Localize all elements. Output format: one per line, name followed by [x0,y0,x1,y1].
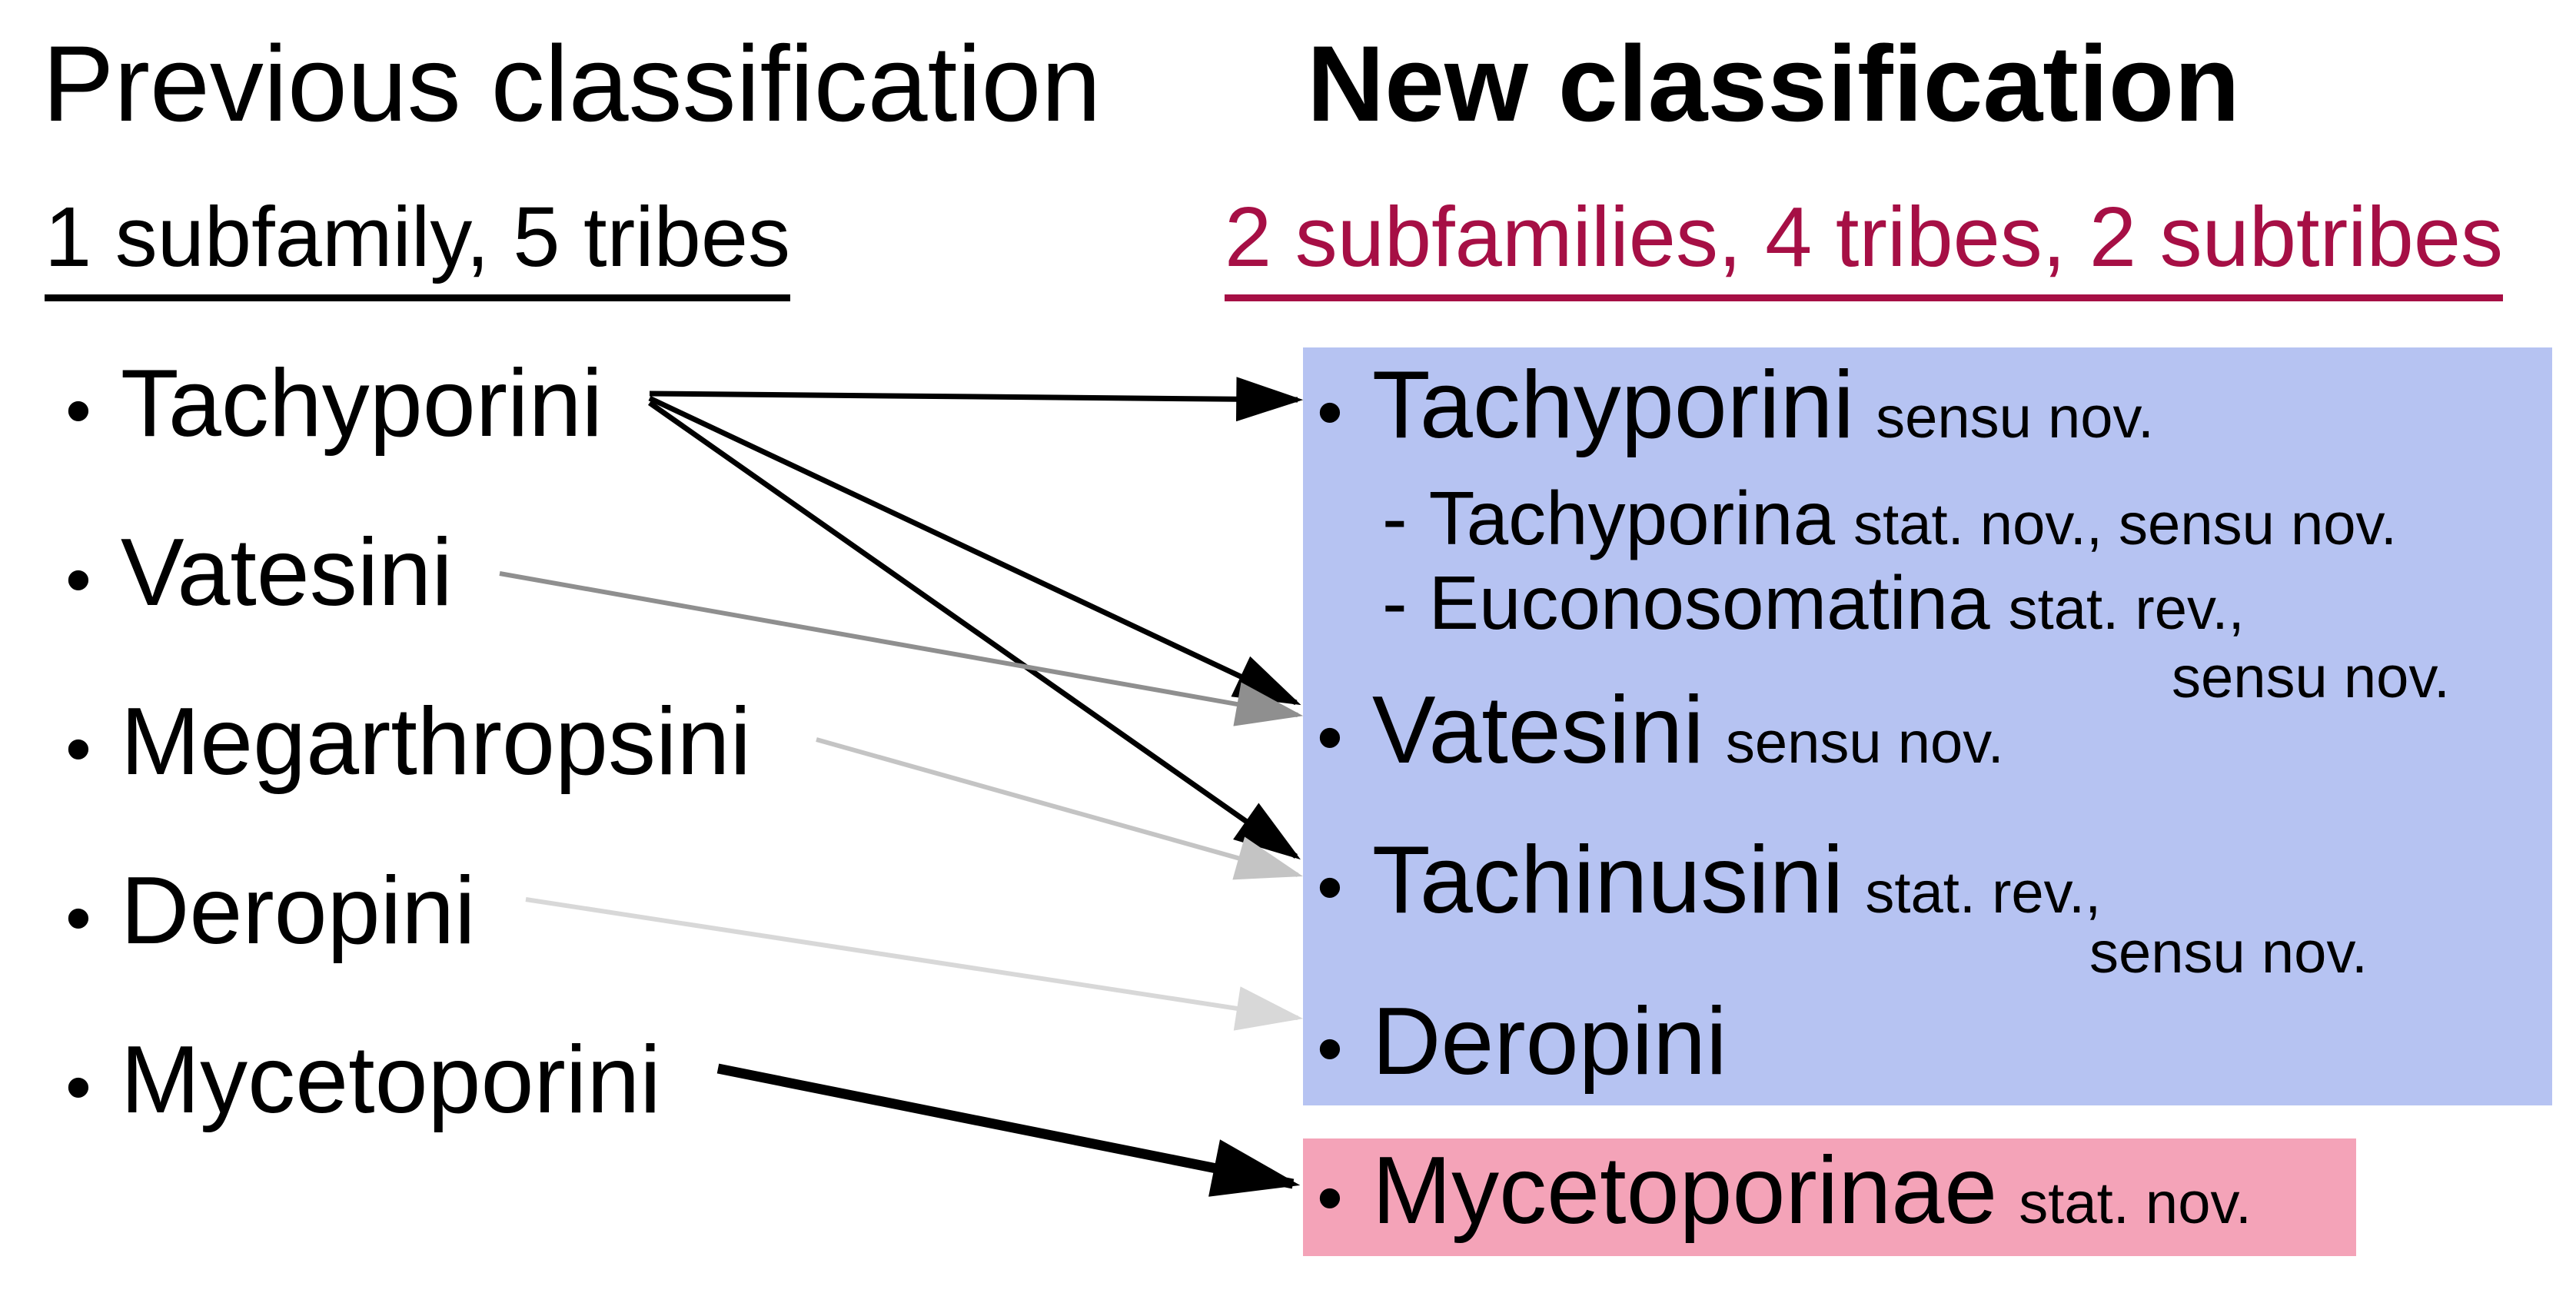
arrow-mycetoporini-to-mycetoporinae [716,1063,1301,1197]
previous-subtitle: 1 subfamily, 5 tribes [45,191,791,301]
bullet-icon: • [65,369,91,452]
new-item-annotation: stat. rev., [1865,860,2102,926]
previous-item-megarthropsini: • Megarthropsini [65,684,751,806]
previous-item-label: Megarthropsini [120,689,752,795]
previous-item-label: Mycetoporini [120,1027,661,1133]
arrow-deropini-to-deropini [525,897,1304,1031]
annotation-wrap-euconosomatina: sensu nov. [2172,645,2450,710]
new-item-mycetoporinae: • Mycetoporinae stat. nov. [1317,1133,2252,1261]
dash-icon: - [1382,476,1408,560]
mycetoporinae-box [1303,1138,2356,1256]
bullet-icon: • [1317,1156,1343,1239]
bullet-icon: • [65,707,91,790]
subtribe-item-tachyporina: - Tachyporina stat. nov., sensu nov. [1382,470,2397,573]
arrow-megarthropsini-to-tachinusini [816,737,1303,880]
previous-item-vatesini: • Vatesini [65,515,453,637]
bullet-icon: • [65,876,91,959]
subtribe-annotation: stat. rev., [2008,577,2245,642]
previous-item-tachyporini: • Tachyporini [65,346,603,468]
subtribe-name: Tachyporina [1428,476,1836,560]
new-item-vatesini: • Vatesini sensu nov. [1317,673,2004,801]
previous-item-label: Deropini [120,858,476,964]
previous-item-label: Tachyporini [120,351,603,457]
new-subtitle: 2 subfamilies, 4 tribes, 2 subtribes [1225,191,2503,301]
bullet-icon: • [1317,371,1343,454]
previous-title: Previous classification [42,23,1102,144]
subtribe-annotation: stat. nov., sensu nov. [1853,492,2397,557]
arrow-tachyporini-to-vatesini [648,395,1301,706]
new-item-name: Mycetoporinae [1371,1138,1998,1244]
bullet-icon: • [1317,1007,1343,1090]
previous-item-mycetoporini: • Mycetoporini [65,1022,661,1145]
new-title: New classification [1307,23,2240,144]
annotation-wrap-tachinusini: sensu nov. [2089,920,2368,986]
new-item-tachyporini: • Tachyporini sensu nov. [1317,347,2154,476]
new-item-annotation: sensu nov. [1725,710,2004,776]
new-item-name: Tachinusini [1371,827,1844,933]
subtribe-name: Euconosomatina [1428,560,1990,645]
tachyporinae-box [1303,347,2552,1105]
new-item-name: Vatesini [1371,677,1704,783]
subtribe-item-euconosomatina: - Euconosomatina stat. rev., [1382,555,2245,657]
new-item-name: Deropini [1371,989,1727,1095]
new-item-tachinusini: • Tachinusini stat. rev., [1317,823,2101,951]
arrow-tachyporini-to-tachyporini [649,377,1304,422]
new-item-annotation: stat. nov. [2019,1171,2252,1236]
new-item-name: Tachyporini [1371,352,1855,458]
bullet-icon: • [1317,696,1343,779]
new-item-annotation: sensu nov. [1876,385,2155,450]
new-item-deropini: • Deropini [1317,984,1727,1106]
dash-icon: - [1382,560,1408,645]
bullet-icon: • [65,538,91,621]
bullet-icon: • [65,1045,91,1128]
previous-item-deropini: • Deropini [65,853,476,976]
previous-item-label: Vatesini [120,520,453,626]
bullet-icon: • [1317,846,1343,929]
